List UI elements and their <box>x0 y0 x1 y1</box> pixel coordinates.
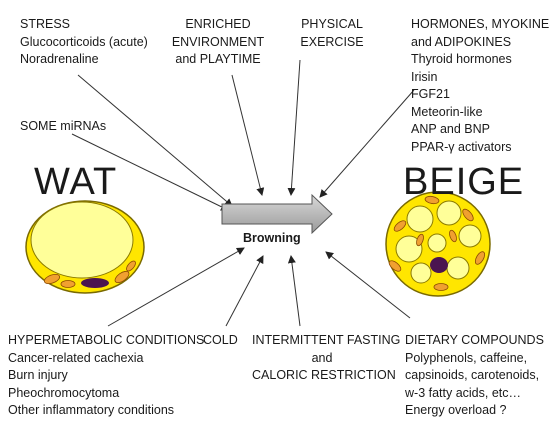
enriched-block: ENRICHED ENVIRONMENT and PLAYTIME <box>160 16 276 69</box>
dietary-item: Polyphenols, caffeine, <box>405 350 528 365</box>
dietary-item: capsinoids, carotenoids, <box>405 368 540 382</box>
stress-title: STRESS <box>20 17 71 31</box>
stress-item: Glucocorticoids (acute) <box>20 34 148 49</box>
enriched-line: and PLAYTIME <box>175 52 261 66</box>
browning-arrow <box>221 193 333 235</box>
dietary-item: w-3 fatty acids, etc… <box>405 385 522 400</box>
hormones-item: Irisin <box>411 69 438 84</box>
enriched-line: ENRICHED <box>185 17 251 31</box>
hypermetabolic-item: Cancer-related cachexia <box>8 350 144 365</box>
physical-line: PHYSICAL <box>301 17 363 31</box>
cold-title: COLD <box>203 333 238 347</box>
hormones-title: HORMONES, MYOKINES <box>411 17 550 31</box>
hormones-block: HORMONES, MYOKINES and ADIPOKINES Thyroi… <box>411 16 550 156</box>
hormones-item: PPAR-γ activators <box>411 139 512 154</box>
cold-block: COLD <box>203 332 238 350</box>
beige-label: BEIGE <box>403 161 525 203</box>
arrow-cold <box>225 255 264 327</box>
wat-mitochondrion <box>114 270 130 284</box>
mirnas-title: SOME miRNAs <box>20 119 107 133</box>
stress-item: Noradrenaline <box>20 52 99 66</box>
fasting-block: INTERMITTENT FASTING and CALORIC RESTRIC… <box>252 332 401 385</box>
dietary-item: Energy overload ? <box>405 403 507 417</box>
beige-mitochondria <box>388 195 486 291</box>
hormones-item: Thyroid hormones <box>411 52 512 66</box>
beige-cell <box>385 191 491 297</box>
physical-block: PHYSICAL EXERCISE <box>292 16 372 51</box>
fasting-line: and <box>311 350 333 365</box>
dietary-title: DIETARY COMPOUNDS <box>405 333 544 347</box>
hormones-item: FGF21 <box>411 87 450 101</box>
stress-block: STRESS Glucocorticoids (acute) Noradrena… <box>20 16 148 69</box>
hormones-item: ANP and BNP <box>411 122 490 136</box>
influence-arrows <box>71 59 415 327</box>
arrow-hypermetabolic <box>107 247 245 327</box>
hypermetabolic-title: HYPERMETABOLIC CONDITIONS <box>8 333 205 347</box>
fasting-line: INTERMITTENT FASTING <box>252 333 401 347</box>
lipid-droplets <box>395 200 482 284</box>
wat-label: WAT <box>34 161 118 203</box>
hormones-item: Meteorin-like <box>411 104 483 119</box>
beige-nucleus <box>430 257 448 273</box>
hypermetabolic-item: Other inflammatory conditions <box>8 403 175 417</box>
wat-mitochondrion <box>126 260 136 272</box>
physical-line: EXERCISE <box>300 34 364 49</box>
hypermetabolic-block: HYPERMETABOLIC CONDITIONS Cancer-related… <box>8 332 204 420</box>
wat-cell <box>25 200 145 294</box>
arrow-physical <box>287 59 301 196</box>
hypermetabolic-item: Burn injury <box>8 368 68 382</box>
arrow-fasting <box>287 255 301 327</box>
arrow-enriched <box>231 74 265 196</box>
arrow-dietary <box>325 251 411 319</box>
wat-mitochondrion <box>43 273 61 285</box>
wat-mitochondrion <box>60 280 76 288</box>
fasting-line: CALORIC RESTRICTION <box>252 368 396 382</box>
hormones-title: and ADIPOKINES <box>411 34 512 49</box>
browning-label: Browning <box>243 231 301 245</box>
arrow-stress <box>77 74 233 207</box>
hypermetabolic-item: Pheochromocytoma <box>8 385 120 400</box>
mirnas-block: SOME miRNAs <box>20 118 106 136</box>
enriched-line: ENVIRONMENT <box>171 34 265 49</box>
arrow-mirnas <box>71 133 229 211</box>
dietary-block: DIETARY COMPOUNDS Polyphenols, caffeine,… <box>405 332 544 420</box>
arrow-hormones <box>319 89 415 198</box>
wat-nucleus <box>81 278 109 288</box>
